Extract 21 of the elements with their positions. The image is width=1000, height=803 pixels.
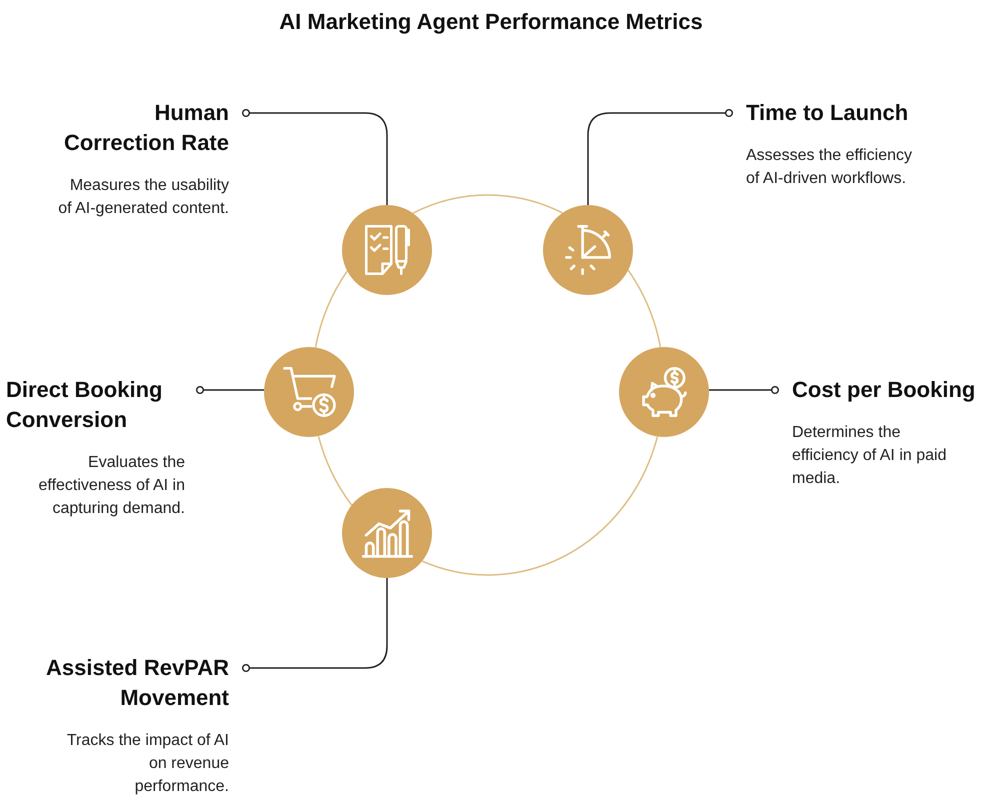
- metric-description: Tracks the impact of AI on revenue performance.: [66, 731, 229, 797]
- metric-description: Determines the efficiency of AI in paid media.: [792, 423, 948, 489]
- connector-line: [242, 578, 388, 672]
- diagram-title: AI Marketing Agent Performance Metrics: [279, 8, 703, 36]
- connector-line: [709, 386, 779, 394]
- metric-title: Human Correction Rate: [62, 99, 229, 157]
- metric-description: Measures the usability of AI-generated content.: [57, 176, 229, 219]
- ring-arc: [412, 194, 563, 214]
- connector-line: [587, 109, 733, 205]
- metric-title: Assisted RevPAR Movement: [45, 654, 229, 712]
- ring-arc: [318, 436, 352, 506]
- metric-title: Cost per Booking: [792, 376, 976, 404]
- metric-title: Time to Launch: [746, 99, 908, 127]
- connector-line: [196, 386, 264, 394]
- ring-arc: [628, 270, 662, 348]
- ring-arc: [314, 270, 348, 348]
- ring-arc: [422, 436, 658, 576]
- metric-title: Direct Booking Conversion: [6, 376, 164, 434]
- metric-description: Assesses the efficiency of AI-driven workflows.: [746, 146, 914, 189]
- metric-description: Evaluates the effectiveness of AI in capturing demand.: [38, 453, 185, 519]
- connector-line: [242, 109, 388, 205]
